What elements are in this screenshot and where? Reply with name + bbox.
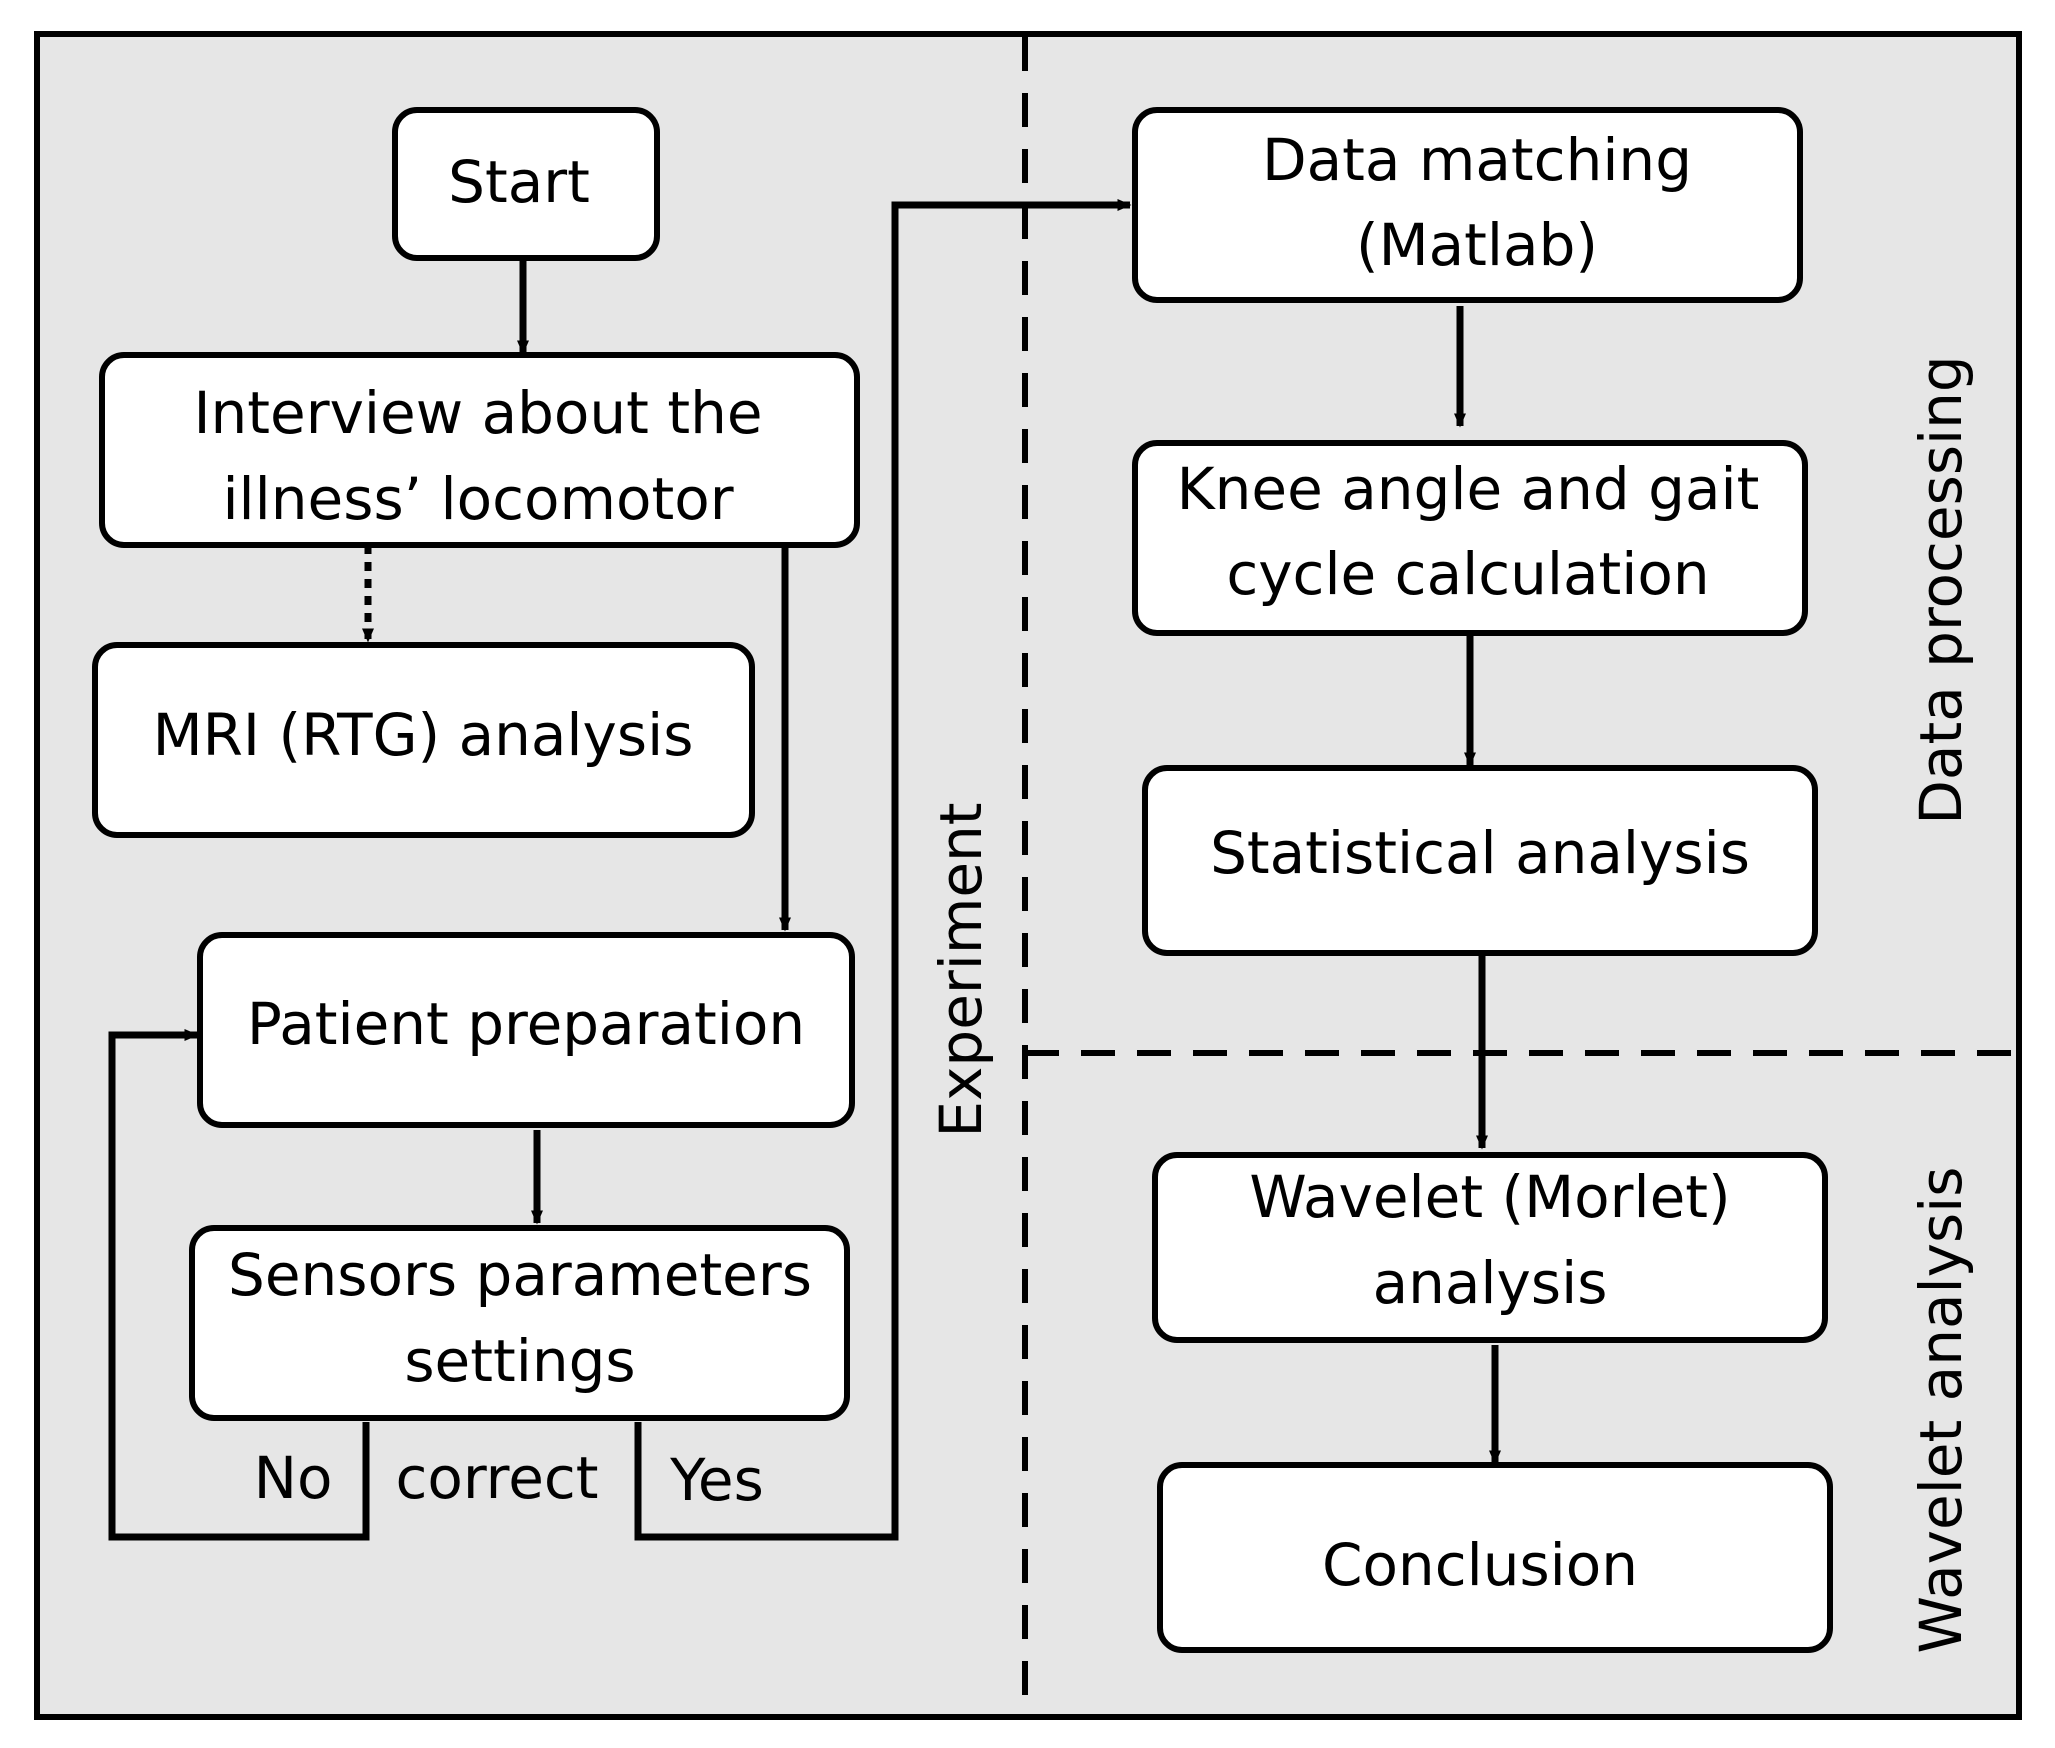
svg-text:Knee angle and gait: Knee angle and gait [1177,455,1760,523]
node-data-matching: Data matching (Matlab) [1132,107,1803,303]
svg-text:(Matlab): (Matlab) [1356,211,1598,279]
svg-text:Sensors parameters: Sensors parameters [228,1241,812,1309]
svg-text:Conclusion: Conclusion [1322,1531,1638,1599]
section-label-data-processing: Data processing [1907,355,1975,825]
svg-text:Patient preparation: Patient preparation [247,990,805,1058]
node-mri: MRI (RTG) analysis [92,642,755,838]
node-start: Start [392,107,660,261]
edge-label-no: No [254,1444,333,1512]
node-sensors: Sensors parameters settings [189,1225,850,1421]
section-label-wavelet-analysis: Wavelet analysis [1907,1167,1975,1654]
svg-text:illness’ locomotor: illness’ locomotor [222,465,733,533]
svg-text:Interview about the: Interview about the [193,379,762,447]
node-wavelet: Wavelet (Morlet) analysis [1152,1152,1828,1343]
svg-text:cycle calculation: cycle calculation [1226,540,1709,608]
svg-text:MRI (RTG) analysis: MRI (RTG) analysis [153,701,694,769]
svg-text:settings: settings [404,1327,635,1395]
edge-label-correct: correct [395,1444,598,1512]
svg-text:Wavelet (Morlet): Wavelet (Morlet) [1249,1163,1730,1231]
svg-text:analysis: analysis [1373,1249,1608,1317]
node-patient: Patient preparation [197,932,855,1128]
svg-text:Start: Start [448,148,590,216]
svg-text:Statistical analysis: Statistical analysis [1210,819,1750,887]
node-knee: Knee angle and gait cycle calculation [1132,440,1808,636]
svg-text:Data matching: Data matching [1262,126,1692,194]
edge-label-yes: Yes [669,1446,764,1514]
node-interview: Interview about the illness’ locomotor [99,352,860,548]
section-label-experiment: Experiment [927,802,995,1137]
node-conclusion: Conclusion [1157,1462,1833,1653]
edge-yes-to-data-matching [634,199,1132,1541]
node-statistical: Statistical analysis [1142,765,1818,956]
edge-no-loop [108,1029,370,1541]
